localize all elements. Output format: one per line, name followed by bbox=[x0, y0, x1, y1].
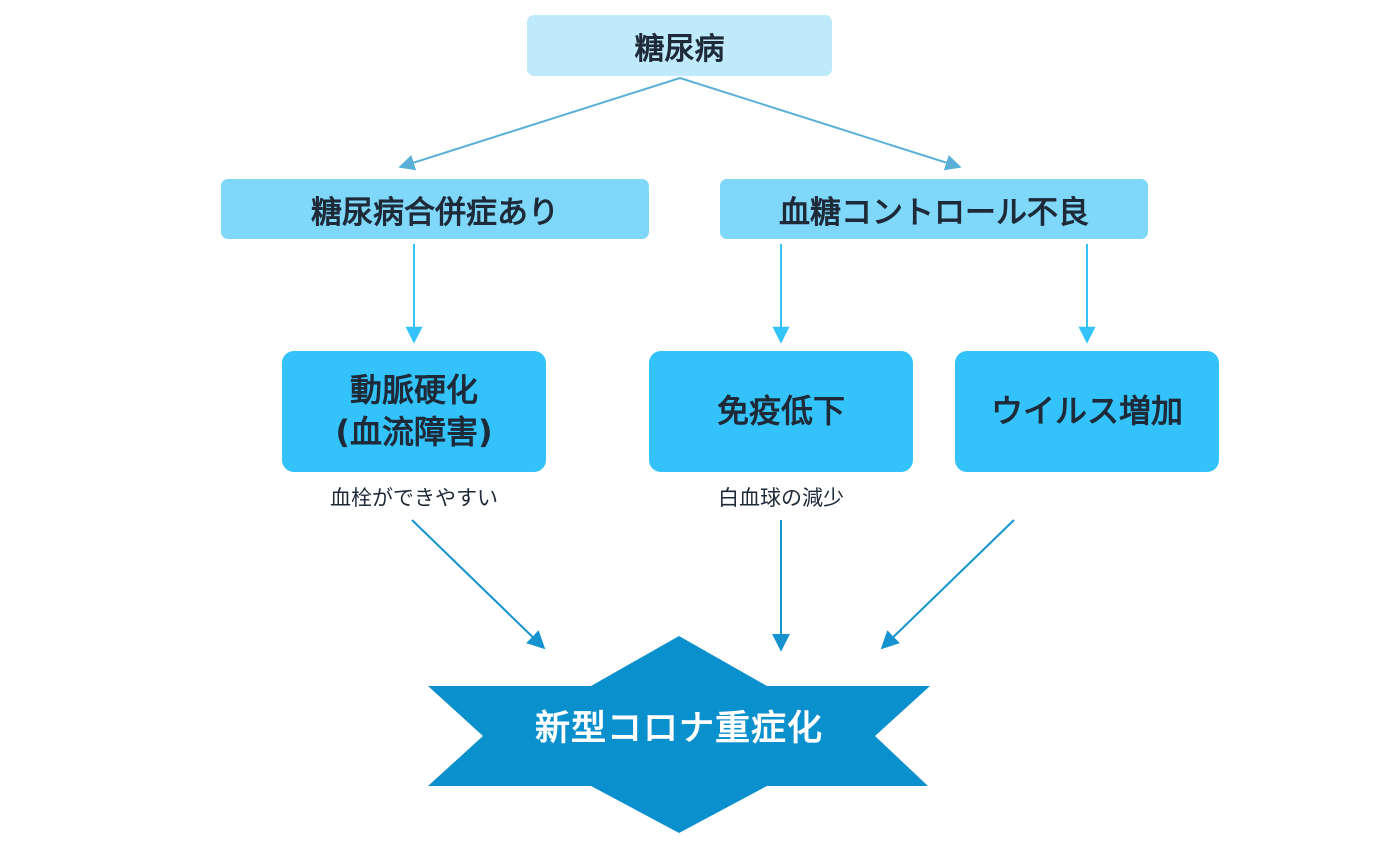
result-label: 新型コロナ重症化 bbox=[534, 709, 823, 749]
result-starburst-shape bbox=[428, 636, 930, 833]
note-white-blood-cell-decrease: 白血球の減少 bbox=[718, 486, 844, 510]
root-node-diabetes: 糖尿病 bbox=[527, 15, 832, 76]
node-virus-increase-label: ウイルス増加 bbox=[990, 391, 1183, 430]
root-node-label: 糖尿病 bbox=[634, 31, 725, 67]
node-reduced-immunity: 免疫低下 bbox=[649, 351, 913, 472]
node-diabetic-complications-label: 糖尿病合併症あり bbox=[311, 194, 559, 231]
arrow-root-to-glycemic-control bbox=[679, 77, 962, 171]
node-reduced-immunity-label: 免疫低下 bbox=[716, 391, 845, 430]
node-atherosclerosis-line2: (血流障害) bbox=[335, 412, 493, 451]
node-atherosclerosis: 動脈硬化 (血流障害) bbox=[282, 351, 546, 472]
node-poor-glycemic-control-label: 血糖コントロール不良 bbox=[779, 194, 1089, 231]
node-virus-increase: ウイルス増加 bbox=[955, 351, 1219, 472]
arrow-atherosclerosis-to-result bbox=[411, 519, 546, 650]
note-thrombosis: 血栓ができやすい bbox=[330, 486, 498, 510]
node-diabetic-complications: 糖尿病合併症あり bbox=[221, 179, 649, 239]
arrow-root-to-complications bbox=[398, 77, 681, 171]
node-poor-glycemic-control: 血糖コントロール不良 bbox=[720, 179, 1148, 239]
node-atherosclerosis-line1: 動脈硬化 bbox=[349, 370, 478, 409]
arrow-virus-to-result bbox=[880, 519, 1015, 650]
